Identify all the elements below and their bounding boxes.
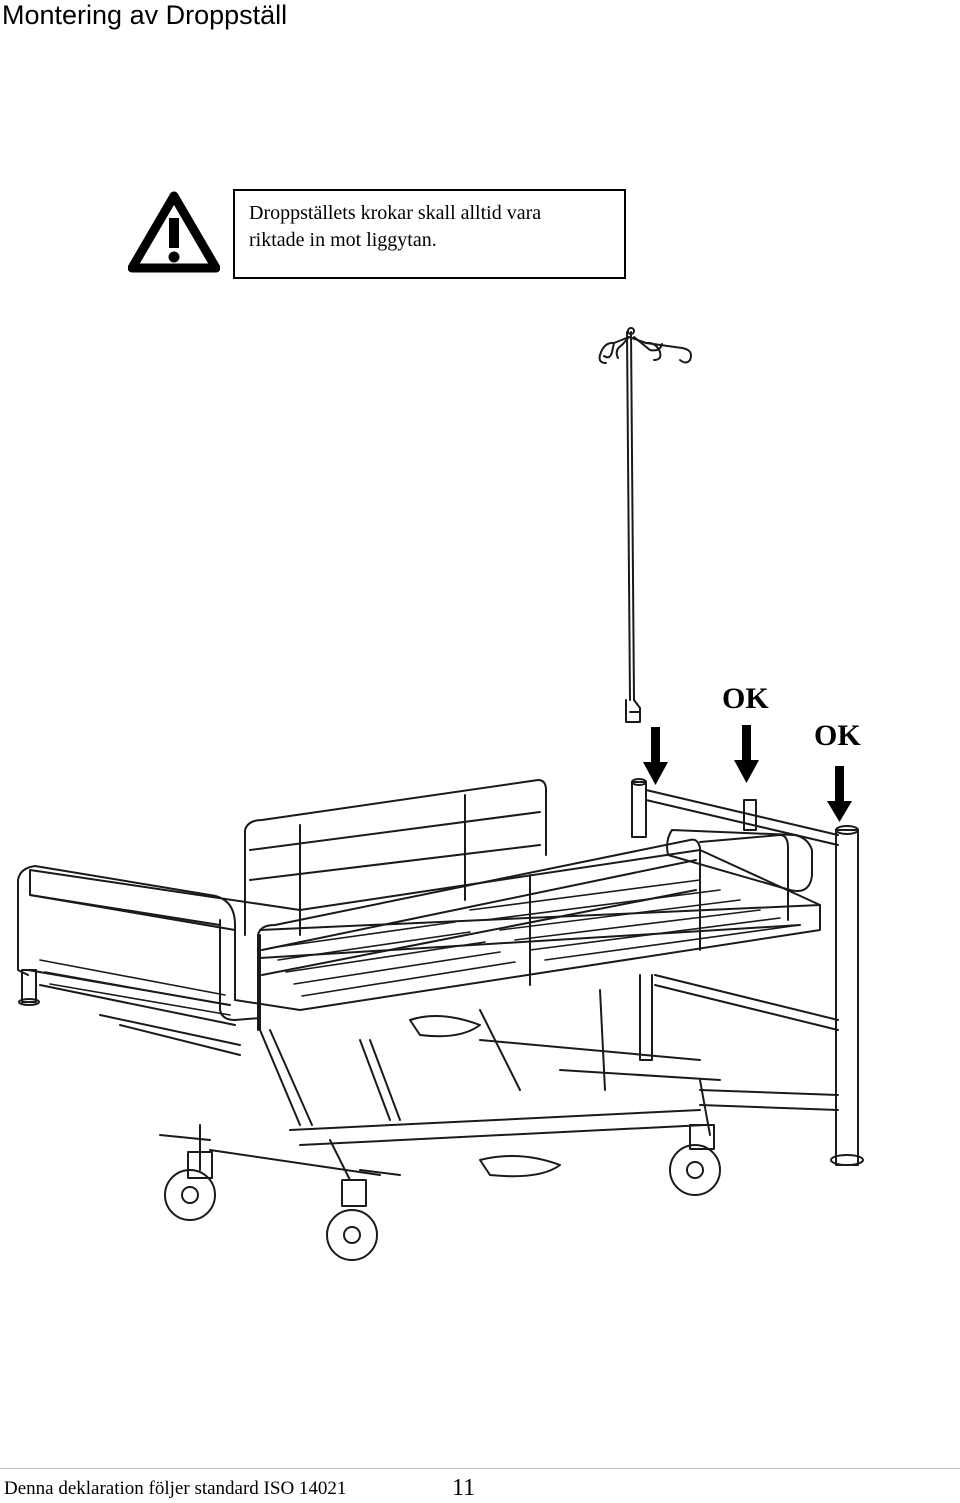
warning-text-line-1: Droppställets krokar skall alltid vara	[249, 202, 542, 224]
bed-illustration	[17, 327, 864, 1261]
page-number: 11	[452, 1475, 476, 1501]
arrow-down-icon-2	[734, 725, 759, 783]
caster-wheel-2	[326, 1179, 378, 1261]
warning-box: Droppställets krokar skall alltid vara r…	[233, 189, 626, 279]
bed-platform	[17, 849, 821, 1056]
side-rail-front	[257, 834, 789, 1031]
side-rail-back	[244, 779, 547, 936]
ok-label-1: OK	[722, 682, 769, 715]
bed-lift-mechanism	[159, 989, 721, 1181]
arrow-down-icon-1	[643, 727, 668, 785]
bed-head-end	[631, 778, 864, 1166]
footer-text: Denna deklaration följer standard ISO 14…	[4, 1478, 347, 1499]
page-title: Montering av Droppställ	[2, 0, 288, 30]
bed-slats	[39, 879, 801, 1016]
warning-text-line-2: riktade in mot liggytan.	[249, 229, 437, 251]
warning-triangle-icon	[128, 191, 220, 273]
ok-label-2: OK	[814, 719, 861, 752]
footer-divider	[0, 1468, 960, 1469]
iv-pole	[598, 327, 692, 723]
arrow-down-icon-3	[827, 766, 852, 822]
caster-wheel-1	[164, 1151, 216, 1221]
caster-wheel-3	[669, 1124, 721, 1196]
caster-foot	[18, 969, 40, 1006]
